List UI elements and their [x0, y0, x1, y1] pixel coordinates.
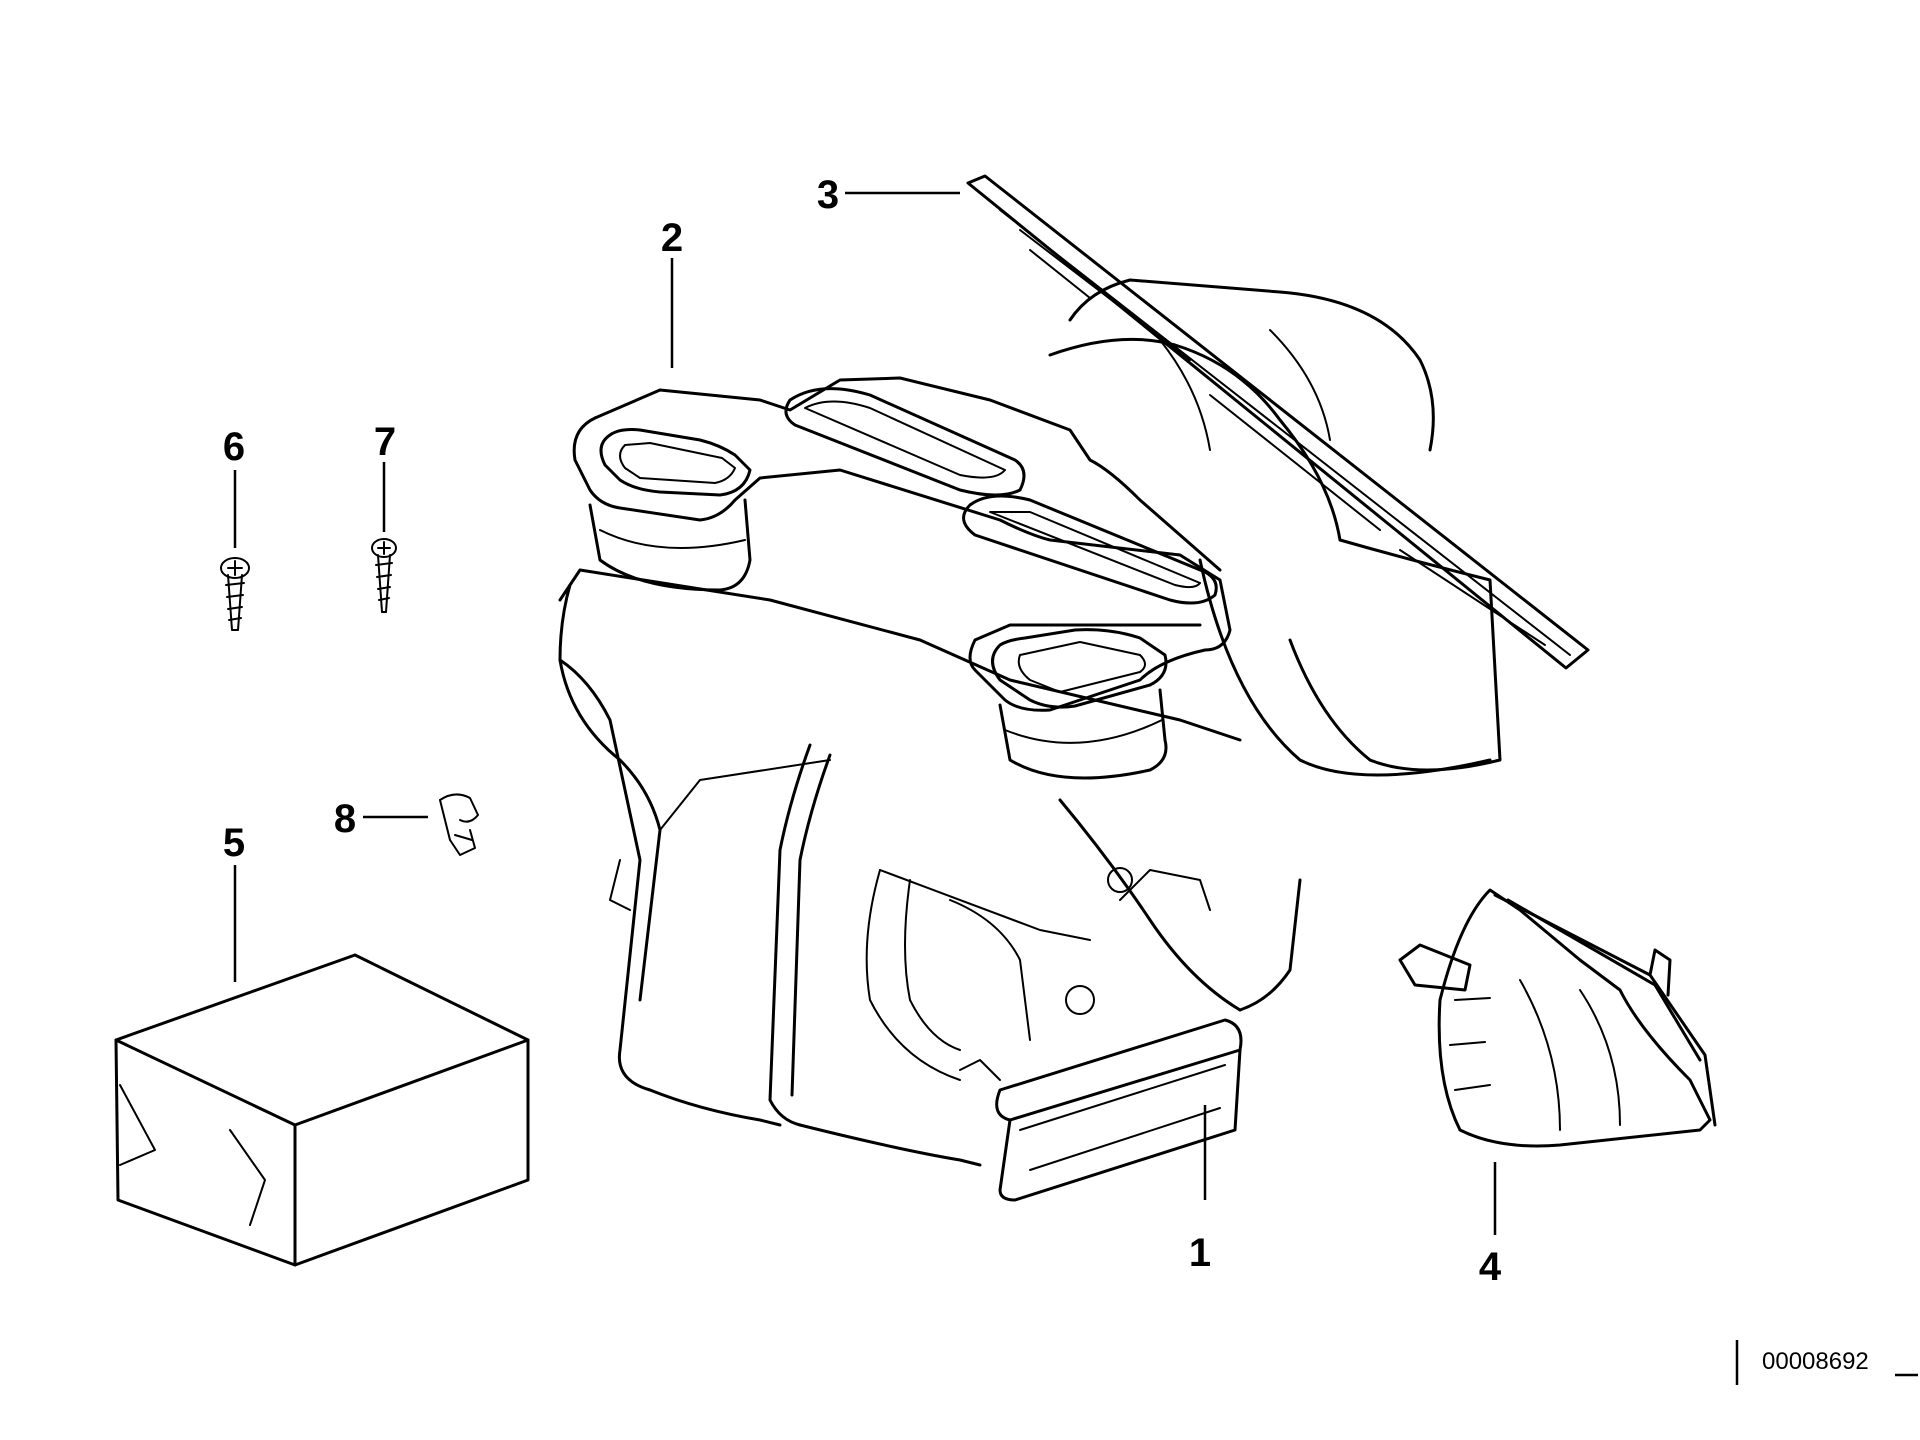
callout-2: 2 — [661, 216, 683, 260]
part-5-box — [114, 953, 530, 1267]
part-6-screw — [220, 557, 250, 631]
part-8-clip — [439, 793, 479, 856]
callout-8: 8 — [334, 797, 356, 841]
part-3-filter-frame — [966, 174, 1590, 670]
blower-housing — [1048, 278, 1502, 777]
document-number: 00008692 — [1762, 1348, 1869, 1375]
part-7-screw — [371, 538, 397, 613]
callout-7: 7 — [374, 420, 396, 464]
callout-4: 4 — [1479, 1245, 1502, 1289]
callout-5: 5 — [223, 821, 245, 865]
outlet-duct — [995, 1018, 1243, 1202]
callout-6: 6 — [223, 425, 245, 469]
part-1-heater-housing — [558, 568, 1302, 1167]
callout-3: 3 — [817, 173, 839, 217]
part-2-gasket — [572, 376, 1232, 780]
callout-1: 1 — [1189, 1231, 1211, 1275]
part-4-intake-funnel — [1398, 888, 1717, 1148]
